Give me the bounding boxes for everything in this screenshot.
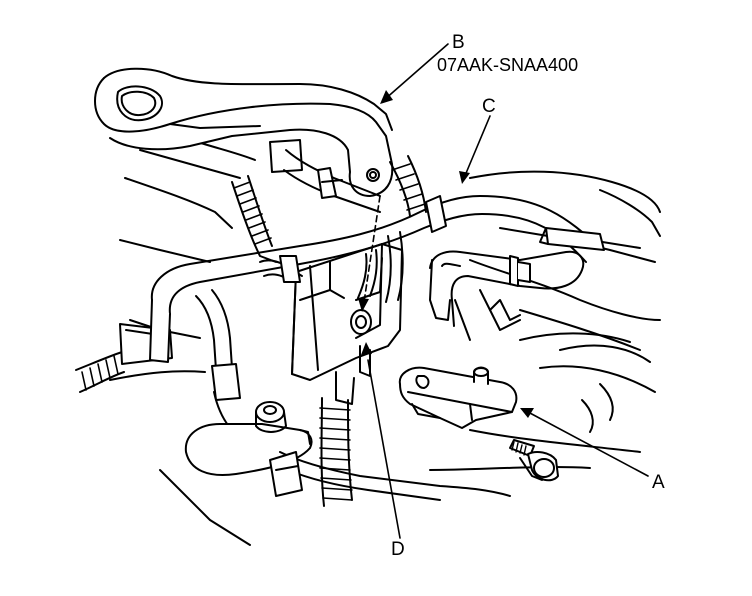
bracket-b <box>94 67 394 197</box>
hose-upper-small <box>269 139 381 213</box>
sensor-bracket-assembly <box>291 243 403 405</box>
bracket-a <box>398 366 518 429</box>
hose-bottom-left <box>184 401 511 501</box>
thin-pipes <box>357 231 404 303</box>
callout-b-label: B <box>452 32 465 53</box>
hose-c <box>149 195 605 363</box>
hose-right-lower <box>429 250 585 327</box>
leader-lines <box>363 43 649 539</box>
corrugated-tube-left <box>231 175 277 263</box>
bolt <box>509 439 559 482</box>
corrugated-tube-center <box>319 397 353 507</box>
arrowheads <box>358 90 534 418</box>
callout-c-label: C <box>482 96 496 117</box>
corrugated-tube-right <box>389 155 427 217</box>
hose-left-middle <box>195 255 303 401</box>
callout-a-label: A <box>652 472 665 493</box>
callout-b-part-number: 07AAK-SNAA400 <box>437 55 579 75</box>
callout-d-label: D <box>391 539 405 560</box>
